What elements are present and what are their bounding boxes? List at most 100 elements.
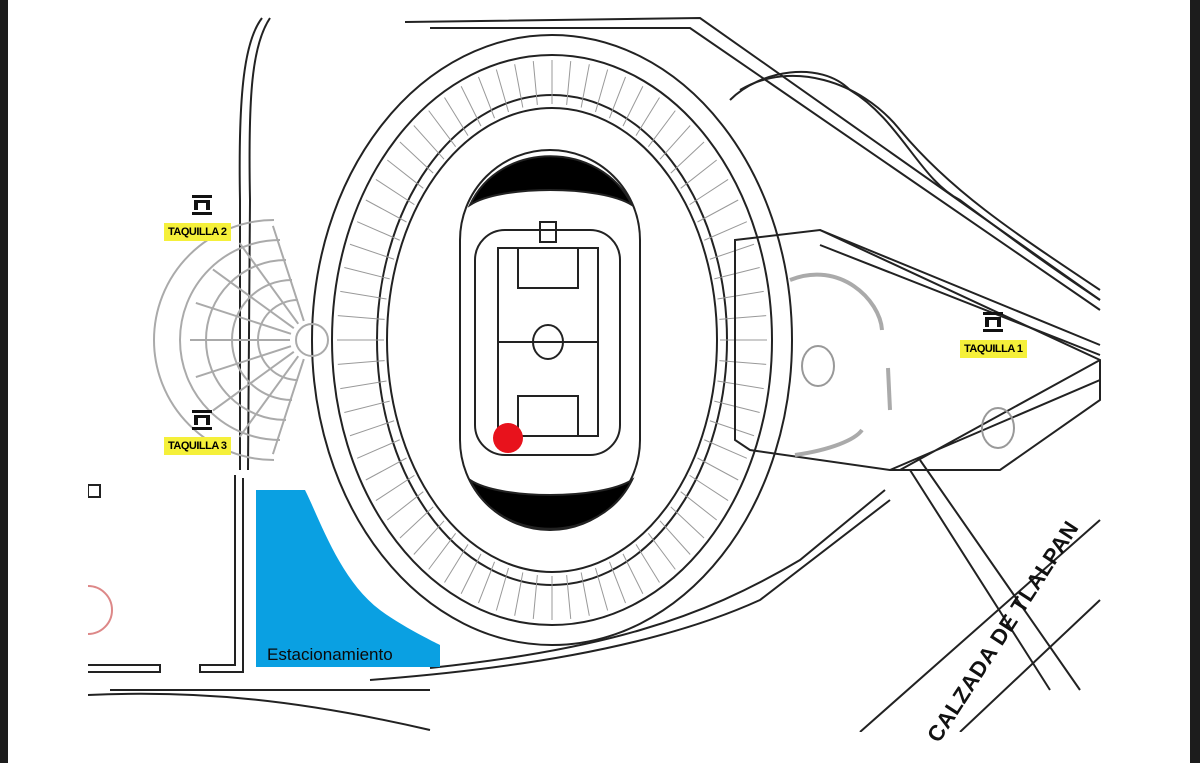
fan-plaza-spoke xyxy=(195,301,292,335)
penalty-box xyxy=(517,395,579,437)
seating-row xyxy=(635,97,660,136)
location-marker-icon[interactable] xyxy=(493,423,523,453)
court-marking xyxy=(88,484,101,498)
fan-plaza-spoke xyxy=(238,242,300,325)
seating-row xyxy=(386,159,424,189)
north-stand xyxy=(467,155,635,208)
seating-row xyxy=(680,491,718,521)
seating-row xyxy=(428,110,457,147)
fan-plaza-spoke xyxy=(212,350,295,412)
road-outline xyxy=(819,229,1101,356)
center-circle xyxy=(532,324,564,360)
seating-row xyxy=(635,544,660,583)
seating-row xyxy=(622,86,644,127)
seating-row xyxy=(365,199,407,223)
seating-row xyxy=(337,315,385,320)
seating-row xyxy=(670,506,705,539)
seating-row xyxy=(580,572,590,616)
plaza-arc xyxy=(789,272,884,331)
seating-row xyxy=(399,506,434,539)
seating-row xyxy=(495,567,509,611)
stadium-map xyxy=(88,16,1101,732)
seating-row xyxy=(514,64,524,108)
seating-row xyxy=(714,400,760,413)
taquilla-1-label[interactable]: TAQUILLA 1 xyxy=(960,340,1027,358)
seating-row xyxy=(413,125,445,160)
seating-row xyxy=(622,553,644,594)
taquilla-2-label[interactable]: TAQUILLA 2 xyxy=(164,223,231,241)
seating-row xyxy=(344,267,390,280)
road-outline xyxy=(729,70,1101,301)
parking-label: Estacionamiento xyxy=(267,645,393,664)
seating-row xyxy=(514,572,524,616)
stadium-ring xyxy=(331,54,773,626)
road-outline xyxy=(369,489,891,681)
seating-row xyxy=(340,380,387,390)
seating-row xyxy=(647,533,676,570)
seating-row xyxy=(477,76,496,119)
seating-row xyxy=(337,360,385,365)
seating-row xyxy=(704,439,748,459)
seating-row xyxy=(344,400,390,413)
fan-plaza-ring xyxy=(179,239,281,441)
seating-row xyxy=(595,69,609,113)
seating-row xyxy=(349,243,395,260)
fan-plaza-spoke xyxy=(212,268,295,330)
seating-row xyxy=(680,159,718,189)
parking-area xyxy=(256,490,440,667)
seating-row xyxy=(659,520,691,555)
road-outline xyxy=(859,519,1101,732)
seating-row xyxy=(580,64,590,108)
walkway xyxy=(88,664,161,673)
seating-row xyxy=(399,141,434,174)
seating-row xyxy=(460,553,482,594)
seating-row xyxy=(566,61,572,105)
walkway xyxy=(88,689,431,731)
seating-row xyxy=(719,360,767,365)
plaza-arc xyxy=(794,428,864,457)
seating-row xyxy=(349,420,395,437)
seating-row xyxy=(608,561,627,604)
seating-row xyxy=(595,567,609,611)
road-outline xyxy=(404,16,1101,311)
stadium-ring xyxy=(386,107,718,573)
seating-row xyxy=(532,575,538,619)
seating-row xyxy=(717,290,764,300)
seating-row xyxy=(444,544,469,583)
seating-row xyxy=(365,457,407,481)
plaza-arc xyxy=(886,367,892,411)
seating-row xyxy=(689,474,729,502)
seating-row xyxy=(413,520,445,555)
plaza-fountain xyxy=(981,407,1015,449)
south-stand xyxy=(467,477,635,530)
seating-row xyxy=(697,457,739,481)
seating-row xyxy=(495,69,509,113)
stadium-outer-ring xyxy=(311,34,793,646)
penalty-box xyxy=(517,247,579,289)
road-outline xyxy=(909,459,1081,691)
seating-row xyxy=(689,178,729,206)
seating-row xyxy=(709,420,755,437)
seating-row xyxy=(532,61,538,105)
seating-row xyxy=(428,533,457,570)
seating-row xyxy=(340,290,387,300)
seating-row xyxy=(356,439,400,459)
fan-plaza-spoke xyxy=(195,345,292,379)
taquilla-3-label[interactable]: TAQUILLA 3 xyxy=(164,437,231,455)
seating-row xyxy=(717,380,764,390)
seating-row xyxy=(647,110,676,147)
seating-row xyxy=(386,491,424,521)
ticket-booth-icon xyxy=(192,410,212,430)
seating-row xyxy=(460,86,482,127)
ticket-booth-icon xyxy=(192,195,212,215)
seating-row xyxy=(670,141,705,174)
seating-row xyxy=(566,575,572,619)
seating-row xyxy=(714,267,760,280)
seating-row xyxy=(659,125,691,160)
walkway xyxy=(199,475,244,673)
seating-row xyxy=(356,221,400,241)
fan-plaza-spoke xyxy=(238,355,300,438)
road-outline xyxy=(889,359,1101,471)
fan-plaza-center xyxy=(295,323,329,357)
seating-row xyxy=(719,315,767,320)
